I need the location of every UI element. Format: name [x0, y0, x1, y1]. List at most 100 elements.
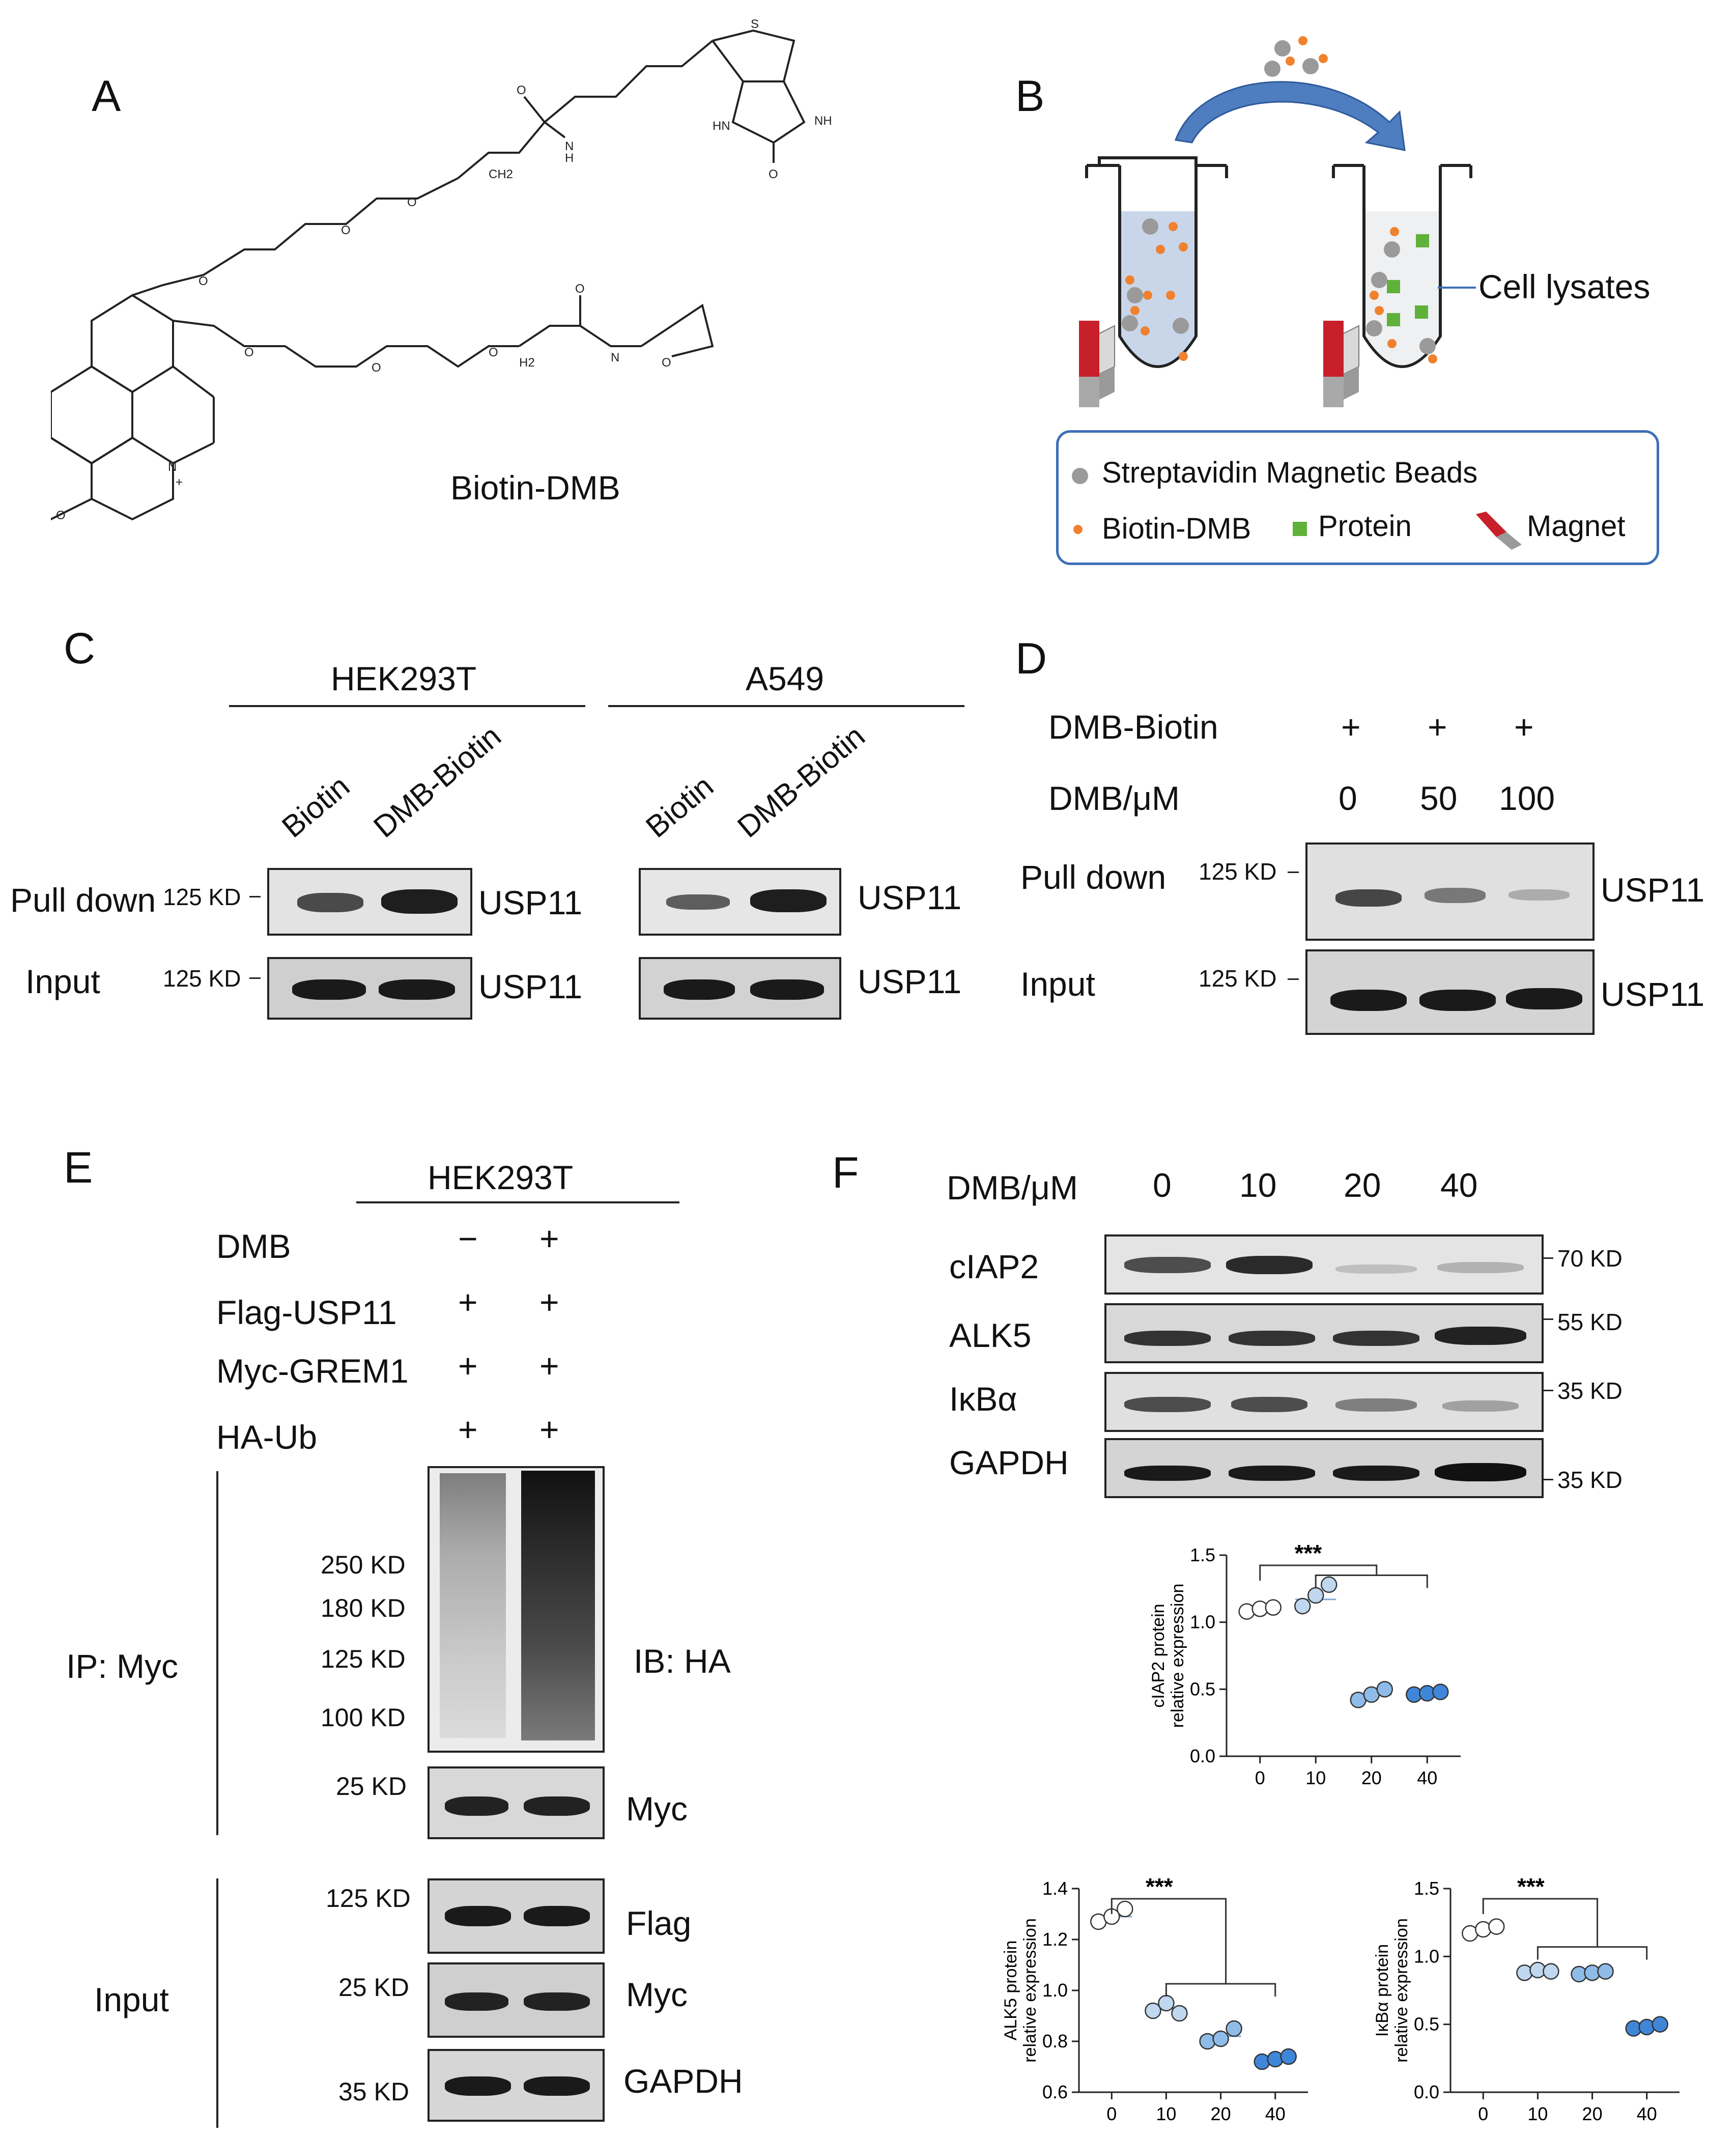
d-kd-tick: [1288, 978, 1299, 980]
c-lane-dmb-2: DMB-Biotin: [731, 718, 871, 845]
c-blot-hek-input: [267, 957, 472, 1020]
c-row-pulldown: Pull down: [10, 881, 156, 919]
e-ha-plus-2: +: [539, 1411, 559, 1448]
e-flag-plus-2: +: [539, 1283, 559, 1321]
legend-bead-dot: [1072, 468, 1088, 484]
atom-o3: O: [407, 195, 417, 209]
y-axis-title-line: relative expression: [1392, 1918, 1411, 2062]
data-point: [1432, 1683, 1449, 1700]
e-flag-label: Flag: [626, 1904, 692, 1942]
transfer-arrow: [1174, 81, 1406, 151]
e-myc-plus-2: +: [539, 1347, 559, 1385]
d-plus-3: +: [1514, 708, 1534, 746]
y-axis-title-line: cIAP2 protein: [1149, 1604, 1168, 1707]
panel-letter-a: A: [92, 72, 121, 121]
bead-dot: [1264, 61, 1280, 77]
c-lane-dmb-1: DMB-Biotin: [367, 718, 507, 845]
f-kd-ciap2: 70 KD: [1557, 1245, 1623, 1272]
data-point: [1376, 1681, 1393, 1698]
data-point: [1265, 1599, 1282, 1616]
c-blot-hek-pulldown: [267, 868, 472, 936]
atom-h1: H: [565, 151, 574, 165]
atom-n2: N: [611, 351, 619, 364]
x-tick-label: 20: [1211, 2103, 1231, 2124]
e-kd-180: 180 KD: [321, 1594, 406, 1622]
legend-box: [1056, 430, 1659, 565]
y-tick-label: 0.8: [1042, 2031, 1068, 2051]
f-row-ikba: IκBα: [949, 1380, 1017, 1418]
magnet-left: [1079, 321, 1099, 377]
biotin-dmb-structure: S NH HN O O N H O CH2 O O O O O H2 N O O…: [51, 17, 832, 522]
e-cond-flag: Flag-USP11: [216, 1294, 397, 1331]
data-point: [1238, 1603, 1255, 1620]
legend-magnet-label: Magnet: [1527, 510, 1626, 543]
d-blot-input: [1305, 949, 1595, 1035]
e-gapdh-label: GAPDH: [623, 2062, 743, 2100]
y-axis-title-line: IκBα protein: [1373, 1944, 1392, 2037]
f-blot-gapdh: [1104, 1438, 1544, 1498]
y-tick-label: 0.0: [1414, 2082, 1439, 2102]
x-tick-label: 40: [1637, 2103, 1657, 2124]
panel-letter-e: E: [64, 1143, 93, 1192]
data-point: [1638, 2018, 1655, 2036]
c-kd-2: 125 KD: [163, 965, 241, 992]
data-point: [1171, 2005, 1188, 2022]
e-cond-haub: HA-Ub: [216, 1418, 318, 1456]
e-ib-label: IB: HA: [634, 1642, 731, 1680]
e-blot-myc-ip: [428, 1766, 605, 1839]
x-tick-label: 0: [1478, 2103, 1488, 2124]
f-blot-ikba: [1104, 1372, 1544, 1432]
panel-letter-b: B: [1015, 72, 1045, 121]
y-axis-title-line: ALK5 protein: [1001, 1941, 1020, 2041]
f-kd-tick: [1542, 1390, 1553, 1391]
f-kd-tick: [1542, 1257, 1553, 1259]
data-point: [1475, 1921, 1492, 1938]
data-point: [1117, 1900, 1133, 1918]
data-point: [1199, 2033, 1216, 2050]
legend-beads-label: Streptavidin Magnetic Beads: [1102, 456, 1478, 489]
c-kd-1: 125 KD: [163, 884, 241, 910]
f-dose-20: 20: [1344, 1166, 1381, 1204]
f-dose-10: 10: [1239, 1166, 1277, 1204]
data-point: [1158, 1994, 1175, 2012]
bead-dot: [1302, 58, 1319, 74]
c-protein-2: USP11: [478, 968, 583, 1005]
d-label-dmbbiotin: DMB-Biotin: [1048, 708, 1218, 746]
c-kd-tick: [249, 896, 261, 897]
e-dmb-plus: +: [539, 1220, 559, 1257]
f-kd-alk5: 55 KD: [1557, 1309, 1623, 1335]
e-myc-ip-label: Myc: [626, 1790, 688, 1828]
e-ha-plus-1: +: [458, 1411, 478, 1448]
y-tick-label: 1.2: [1042, 1929, 1068, 1950]
e-kd-flag: 125 KD: [326, 1884, 411, 1913]
atom-o10: O: [662, 356, 671, 370]
e-cond-myc: Myc-GREM1: [216, 1352, 409, 1390]
c-row-input: Input: [25, 963, 100, 1000]
legend-protein-square: [1293, 522, 1307, 536]
f-kd-gapdh: 35 KD: [1557, 1467, 1623, 1493]
atom-ch2: CH2: [489, 167, 513, 181]
legend-biotin-label: Biotin-DMB: [1102, 512, 1251, 545]
atom-n3: N: [168, 460, 177, 474]
x-tick-label: 40: [1417, 1767, 1437, 1788]
x-tick-label: 20: [1582, 2103, 1603, 2124]
e-blot-flag: [428, 1878, 605, 1954]
f-row-ciap2: cIAP2: [949, 1248, 1039, 1285]
c-kd-tick: [249, 977, 261, 979]
data-point: [1254, 2053, 1270, 2070]
c-blot-a549-input: [639, 957, 841, 1020]
y-axis-title-line: relative expression: [1168, 1584, 1187, 1728]
atom-hn: HN: [713, 119, 730, 133]
magnet-right: [1323, 321, 1344, 377]
atom-o4: O: [341, 223, 351, 237]
e-cond-dmb: DMB: [216, 1227, 291, 1265]
x-tick-label: 20: [1361, 1767, 1382, 1788]
atom-nh: NH: [814, 114, 832, 128]
d-dose-0: 0: [1339, 779, 1357, 817]
f-kd-tick: [1542, 1479, 1553, 1480]
e-blot-ha: [428, 1466, 605, 1753]
atom-h2: H2: [519, 356, 535, 370]
